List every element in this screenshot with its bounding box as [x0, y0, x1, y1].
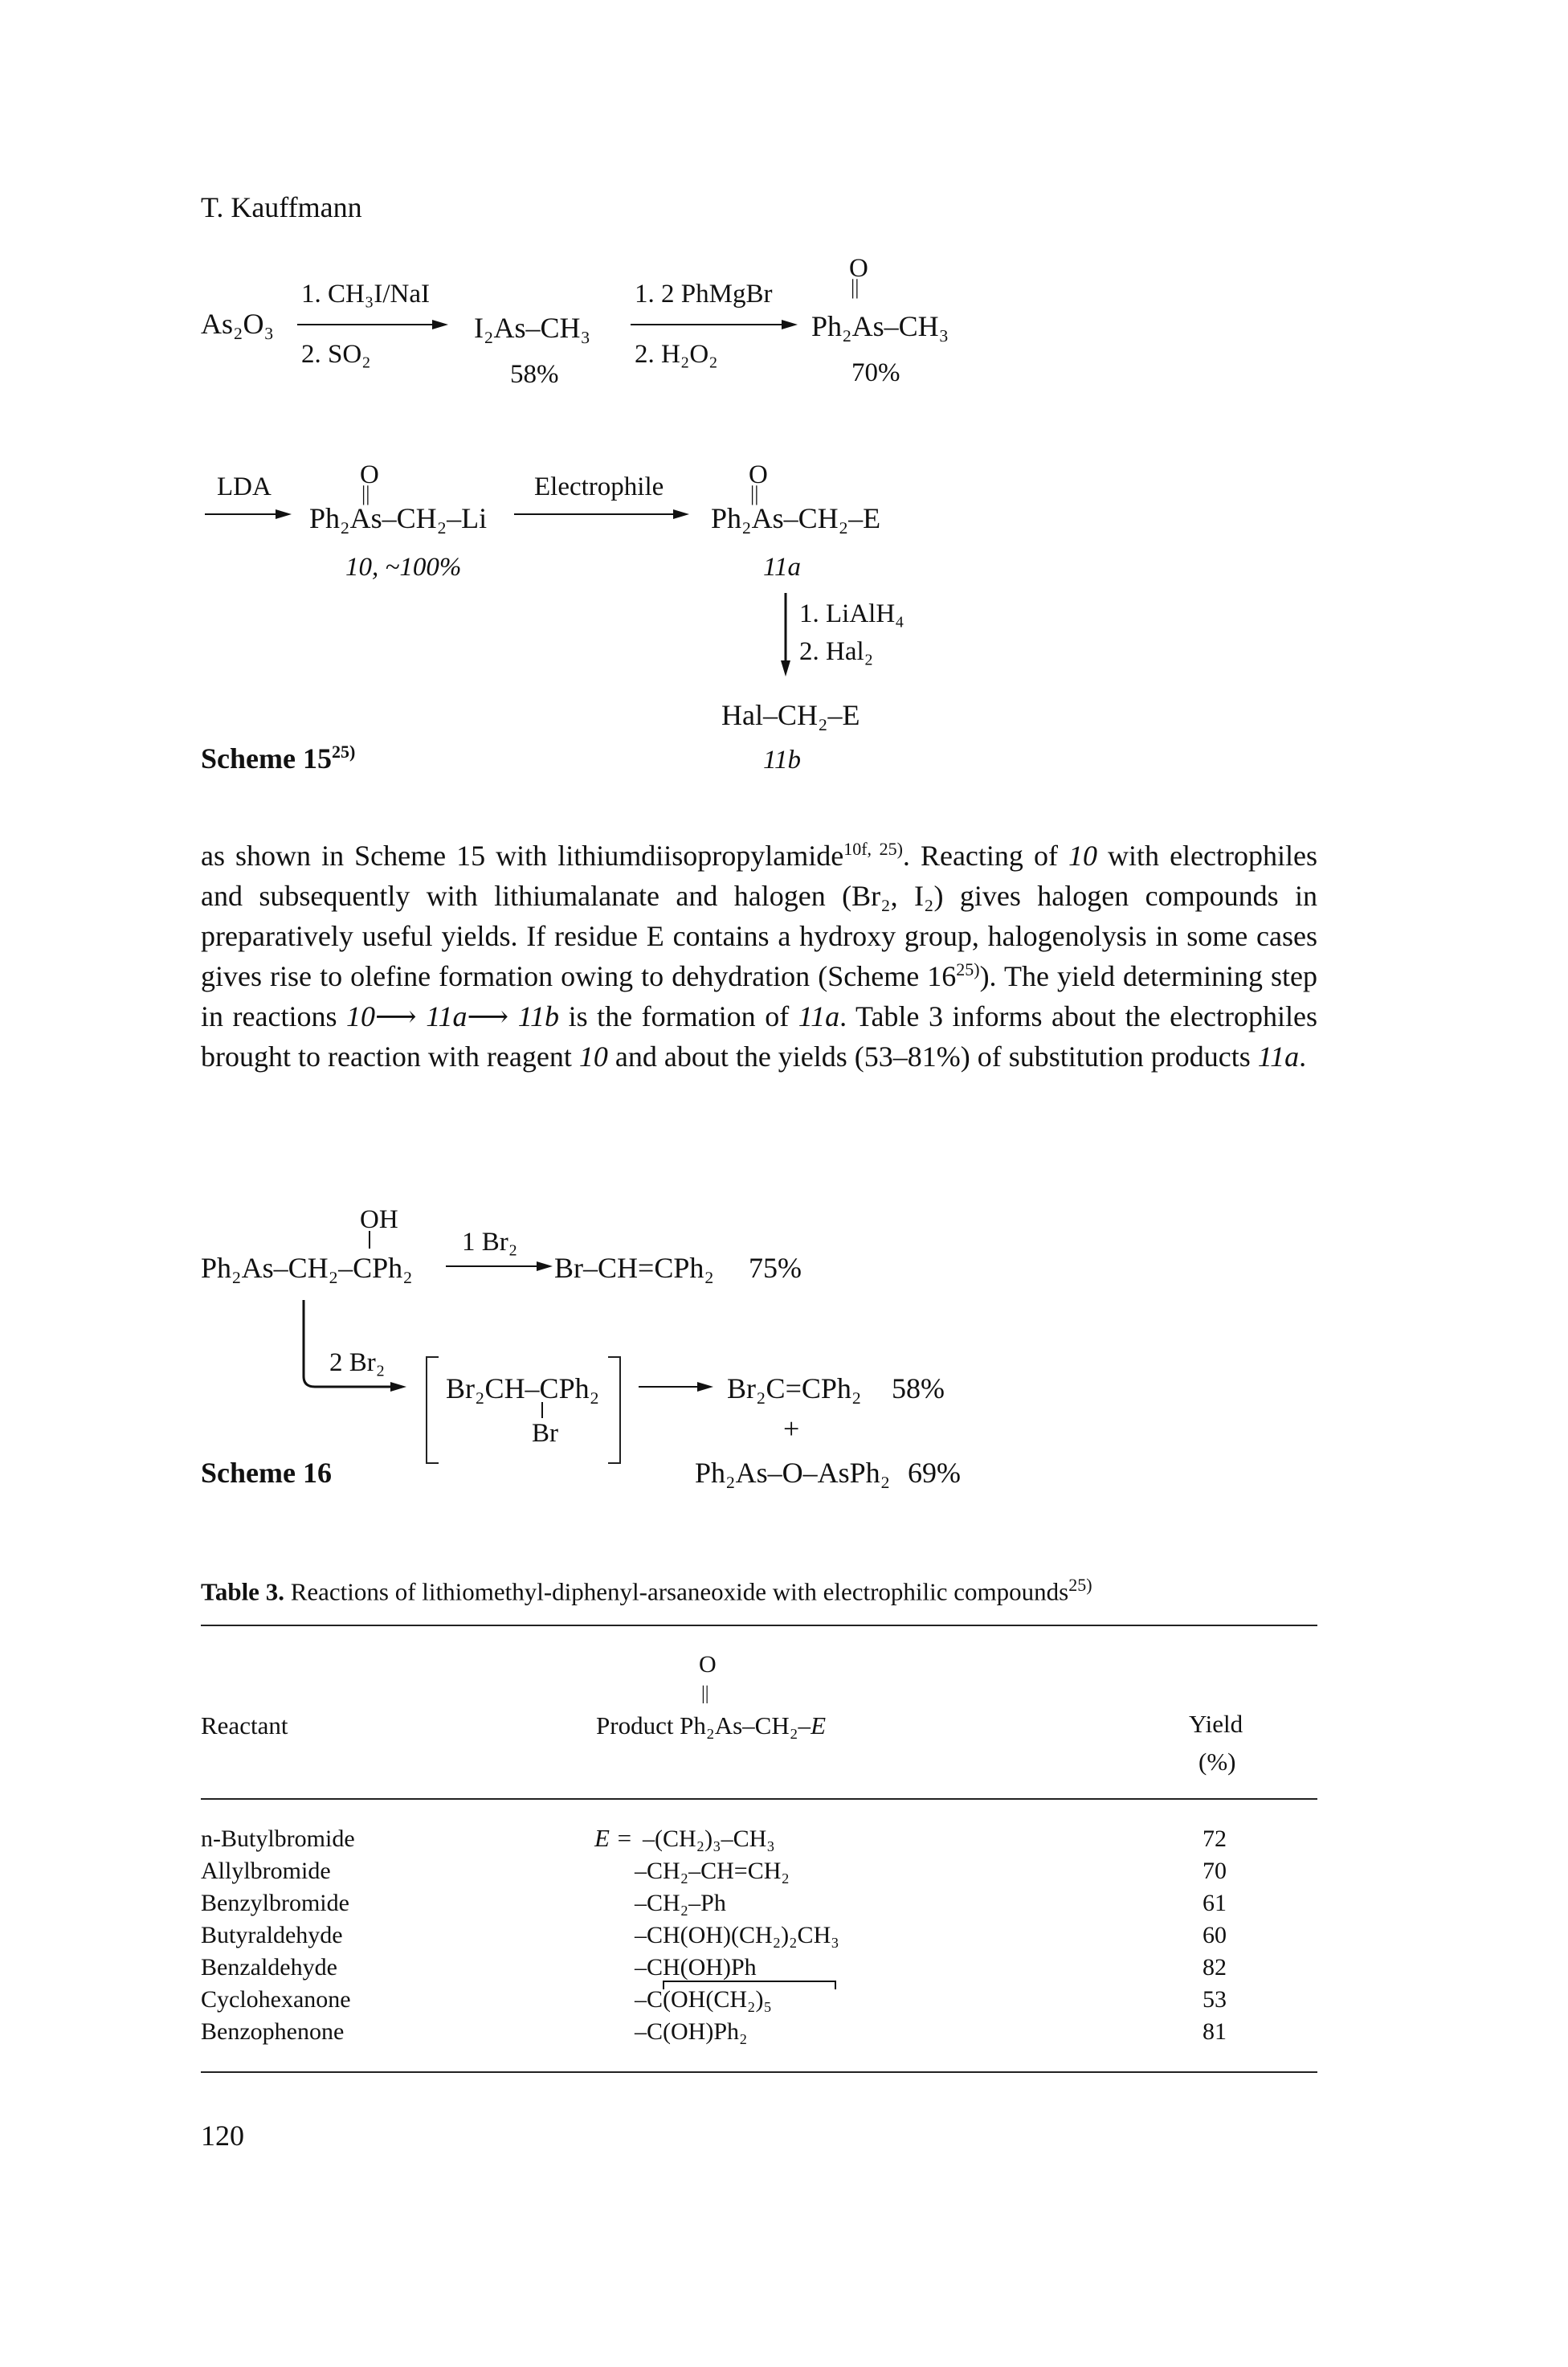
scheme15-step5-line2: 2. Hal₂ — [799, 637, 874, 666]
left-bracket — [426, 1356, 439, 1464]
bond-line — [369, 1231, 370, 1249]
double-bond: || — [361, 482, 370, 505]
cell-product: –CH₂–Ph — [635, 1890, 726, 1916]
reaction-arrow-branch — [302, 1300, 406, 1392]
cell-reactant: Benzophenone — [201, 2018, 345, 2045]
ring-bracket — [663, 1981, 836, 1989]
oxo-atom: O — [749, 460, 768, 489]
scheme15-product1: Ph₂As–CH₃ — [811, 310, 949, 342]
scheme15-intermediate1-yield: 58% — [510, 360, 559, 389]
table3-caption: Table 3. Reactions of lithiomethyl-diphe… — [201, 1575, 1092, 1606]
product-11b: Hal–CH₂–E — [721, 699, 860, 731]
scheme15-step3: LDA — [217, 472, 272, 501]
table-top-rule — [201, 1625, 1317, 1626]
product-11b-label: 11b — [763, 746, 802, 775]
cell-reactant: n-Butylbromide — [201, 1825, 355, 1852]
double-bond: || — [851, 276, 860, 299]
plus-sign: + — [783, 1412, 800, 1445]
page-number: 120 — [201, 2120, 244, 2152]
scheme15-step1-line2: 2. SO₂ — [301, 340, 371, 369]
table-bottom-rule — [201, 2071, 1317, 2073]
scheme15-step2-line1: 1. 2 PhMgBr — [635, 280, 773, 309]
cell-reactant: Benzylbromide — [201, 1890, 349, 1916]
header-yield: Yield — [1189, 1710, 1243, 1738]
cell-product: –CH(OH)Ph — [635, 1954, 757, 1981]
right-bracket — [608, 1356, 621, 1464]
reaction-arrow — [639, 1382, 713, 1392]
header-reactant: Reactant — [201, 1711, 288, 1739]
header-product: Product Ph₂As–CH₂–E — [596, 1711, 826, 1739]
product-11a-label: 11a — [763, 553, 802, 582]
scheme16-step2: 2 Br₂ — [329, 1348, 386, 1377]
cell-yield: 70 — [1203, 1858, 1227, 1884]
cell-reactant: Butyraldehyde — [201, 1922, 343, 1948]
scheme16-start: Ph₂As–CH₂–CPh₂ — [201, 1252, 413, 1284]
cell-reactant: Allylbromide — [201, 1858, 331, 1884]
scheme15-caption: Scheme 1525) — [201, 742, 356, 775]
reaction-arrow — [631, 320, 798, 329]
header-double-bond: || — [701, 1683, 709, 1704]
cell-yield: 53 — [1203, 1986, 1227, 2013]
scheme15-step1-line1: 1. CH₃I/NaI — [301, 280, 430, 309]
reaction-arrow — [205, 509, 292, 519]
scheme16-product3-yield: 69% — [908, 1457, 961, 1489]
scheme16-product3: Ph₂As–O–AsPh₂ — [695, 1457, 891, 1489]
scheme16-product2: Br₂C=CPh₂ — [727, 1372, 862, 1404]
scheme15-intermediate1: I₂As–CH₃ — [474, 312, 591, 344]
scheme16-intermediate-br: Br — [532, 1419, 558, 1448]
table-header-rule — [201, 1798, 1317, 1800]
reaction-arrow — [514, 509, 689, 519]
cell-product: –CH(OH)(CH₂)₂CH₃ — [635, 1922, 839, 1948]
scheme16-product1-yield: 75% — [749, 1252, 802, 1284]
reaction-arrow — [446, 1261, 553, 1271]
scheme15-product1-yield: 70% — [851, 358, 900, 387]
cell-reactant: Benzaldehyde — [201, 1954, 337, 1981]
header-oxo: O — [699, 1651, 717, 1678]
reagent-10: Ph₂As–CH₂–Li — [309, 502, 488, 534]
double-bond: || — [750, 482, 759, 505]
scheme16-caption: Scheme 16 — [201, 1457, 332, 1489]
scheme16-product2-yield: 58% — [892, 1372, 945, 1404]
reaction-arrow — [297, 320, 448, 329]
cell-product: –(CH₂)₃–CH₃ — [643, 1825, 775, 1852]
product-11a: Ph₂As–CH₂–E — [711, 502, 881, 534]
cell-product: –C(OH(CH₂)₅ — [635, 1986, 772, 2013]
scheme16-intermediate: Br₂CH–CPh₂ — [446, 1372, 600, 1404]
hydroxy-group: OH — [360, 1205, 398, 1234]
cell-reactant: Cyclohexanone — [201, 1986, 351, 2013]
cell-yield: 60 — [1203, 1922, 1227, 1948]
cell-yield: 72 — [1203, 1825, 1227, 1852]
oxo-atom: O — [360, 460, 379, 489]
bond-line — [541, 1402, 543, 1418]
cell-yield: 81 — [1203, 2018, 1227, 2045]
scheme16-step1: 1 Br₂ — [462, 1228, 518, 1257]
e-equals-label: E = — [594, 1824, 633, 1852]
cell-yield: 61 — [1203, 1890, 1227, 1916]
scheme15-step5-line1: 1. LiAlH₄ — [799, 599, 904, 628]
scheme15-step4: Electrophile — [534, 472, 664, 501]
cell-product: –C(OH)Ph₂ — [635, 2018, 748, 2045]
header-yield-unit: (%) — [1198, 1748, 1236, 1776]
cell-yield: 82 — [1203, 1954, 1227, 1981]
reagent-10-label: 10, ~100% — [345, 553, 462, 582]
oxo-atom: O — [849, 254, 868, 283]
body-paragraph: as shown in Scheme 15 with lithiumdiisop… — [201, 839, 1318, 1073]
running-header-author: T. Kauffmann — [201, 191, 362, 223]
scheme15-start: As₂O₃ — [201, 308, 275, 340]
scheme16-product1: Br–CH=CPh₂ — [554, 1252, 714, 1284]
reaction-arrow-down — [781, 593, 790, 677]
scheme15-step2-line2: 2. H₂O₂ — [635, 340, 718, 369]
cell-product: –CH₂–CH=CH₂ — [635, 1858, 790, 1884]
